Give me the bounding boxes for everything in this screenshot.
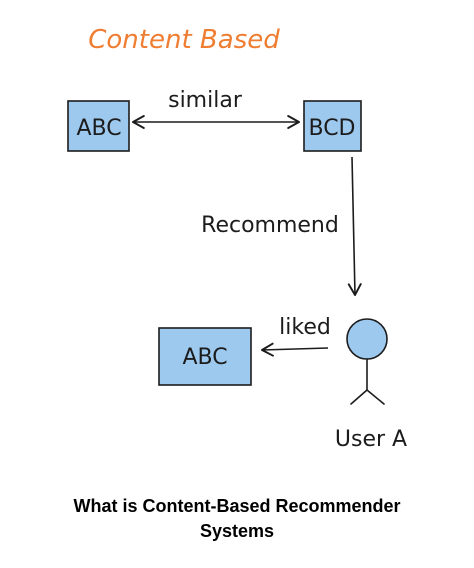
item-box-abc-source: ABC xyxy=(67,100,130,152)
user-label: User A xyxy=(335,427,407,452)
caption-line-1: What is Content-Based Recommender xyxy=(73,496,401,516)
recommend-arrow xyxy=(347,156,362,296)
similar-label: similar xyxy=(168,88,243,113)
liked-label: liked xyxy=(279,315,331,340)
user-figure-icon xyxy=(346,318,388,405)
item-box-abc-liked: ABC xyxy=(158,327,252,386)
recommend-label: Recommend xyxy=(201,213,339,238)
diagram-heading: Content Based xyxy=(88,25,280,55)
caption-line-2: Systems xyxy=(199,521,275,541)
liked-arrow xyxy=(261,342,329,357)
page-caption: What is Content-Based Recommender System… xyxy=(20,494,454,544)
item-box-abc-source-label: ABC xyxy=(76,116,121,141)
item-box-bcd: BCD xyxy=(303,100,362,152)
item-box-bcd-label: BCD xyxy=(308,116,355,141)
item-box-abc-liked-label: ABC xyxy=(182,345,227,370)
